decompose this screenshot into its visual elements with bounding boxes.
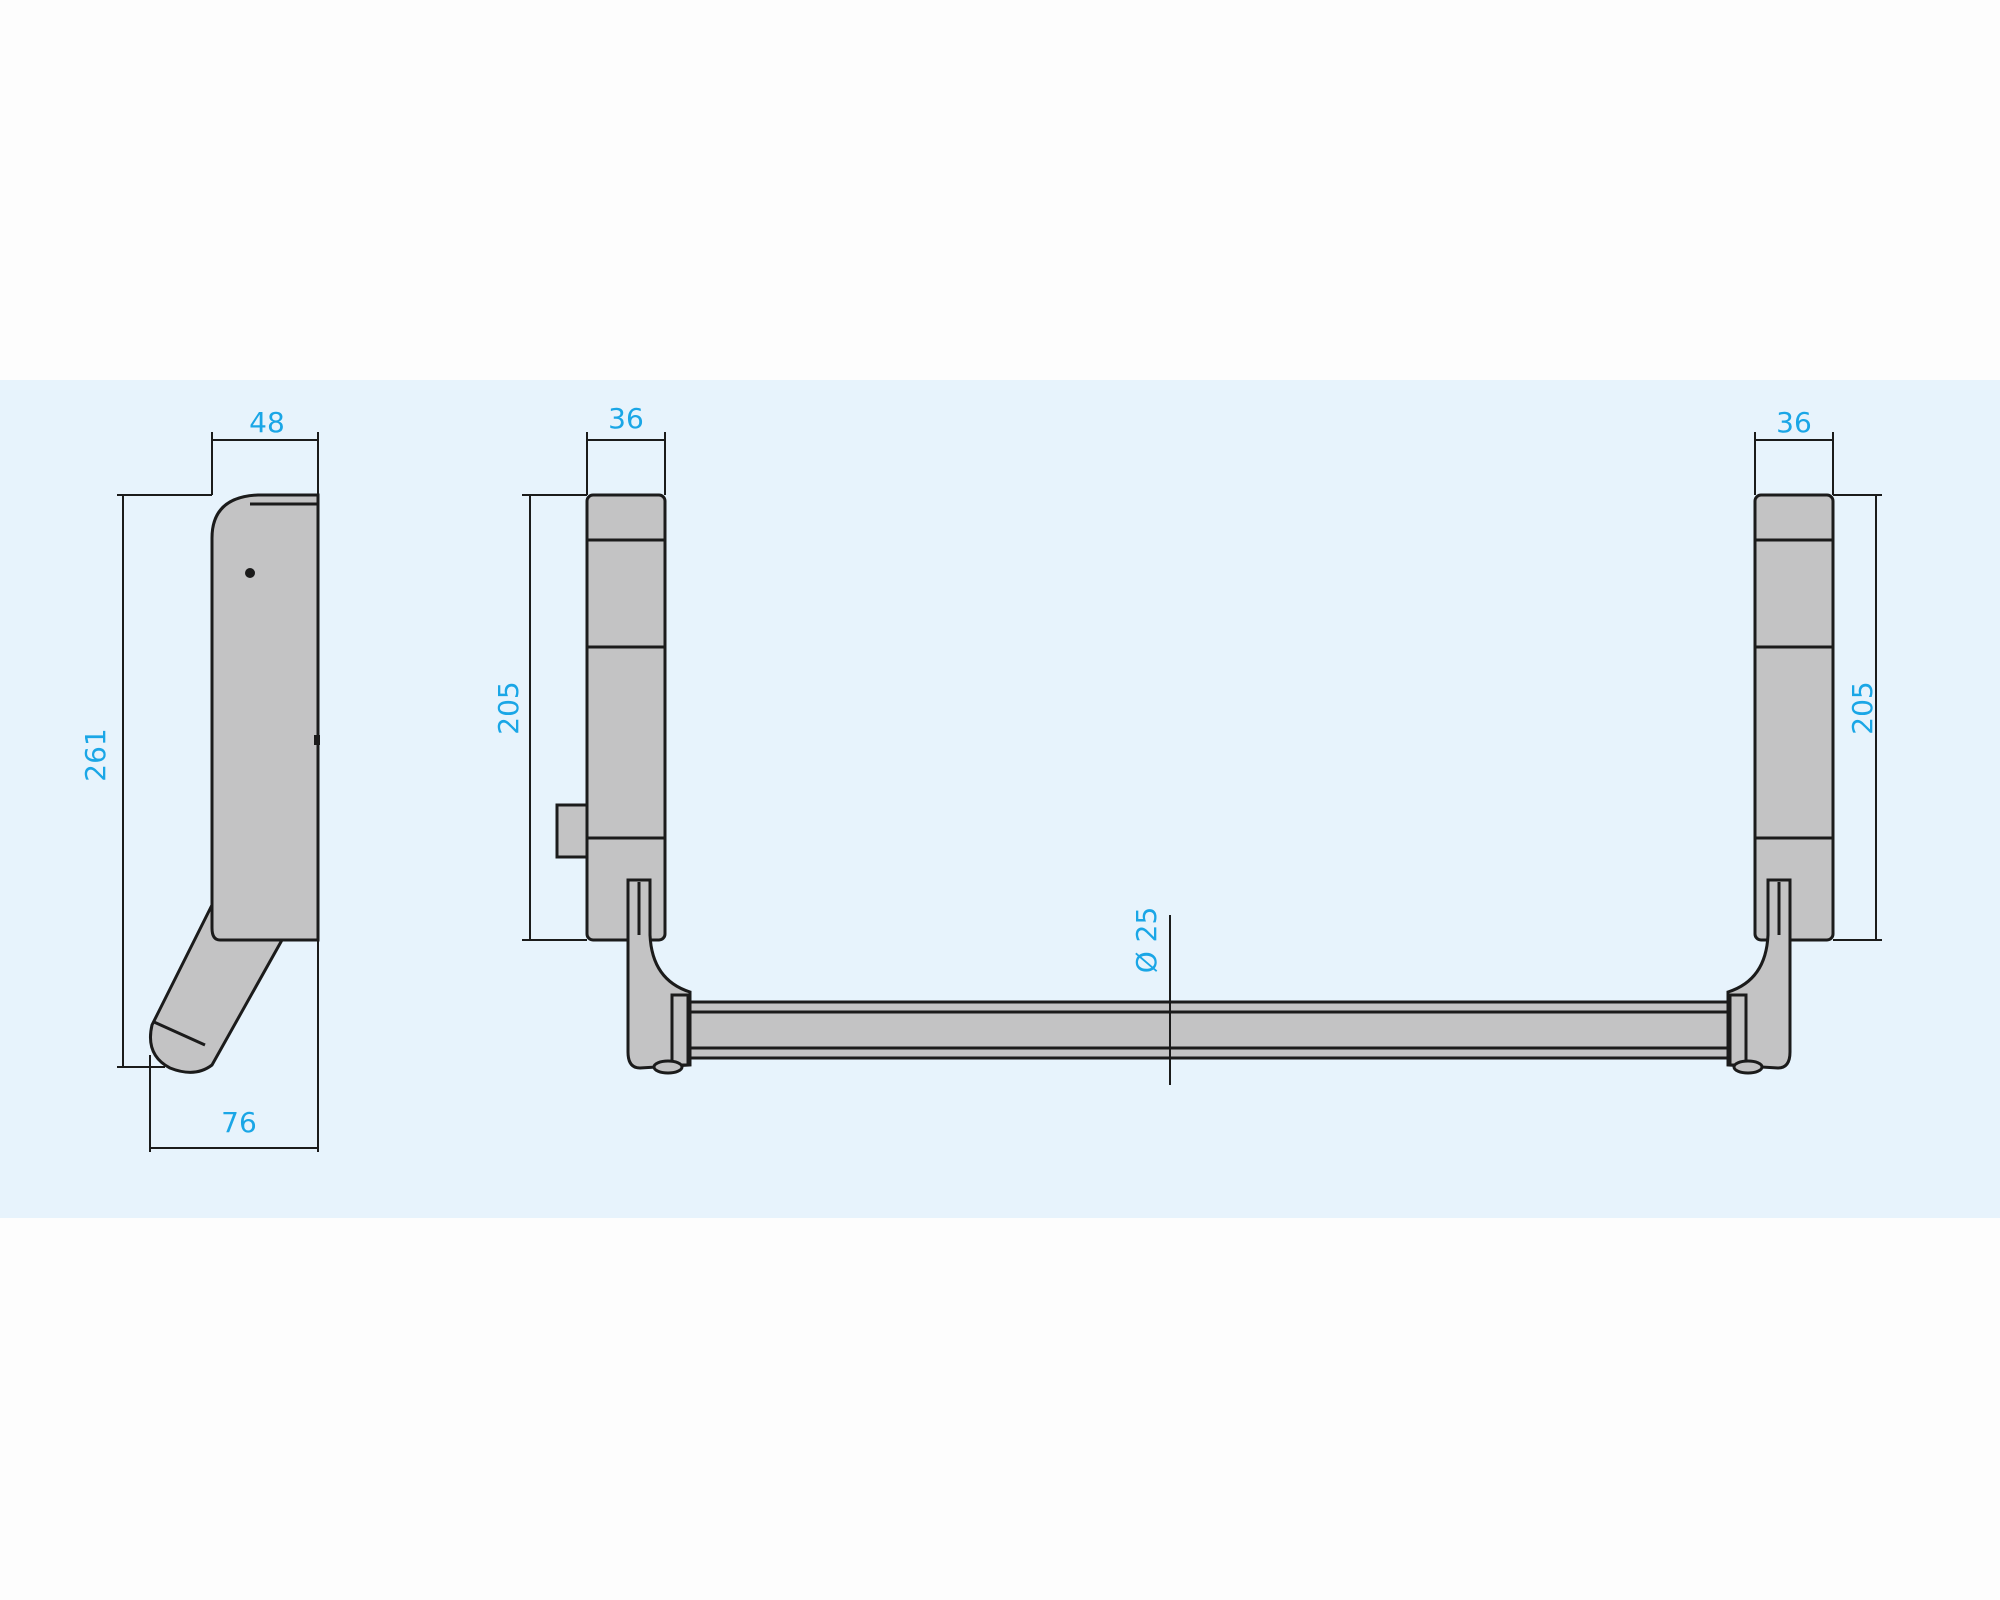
- side-lever-band: [153, 1020, 206, 1047]
- right-case-body: [1753, 493, 1835, 942]
- front-view-dimensions: [522, 432, 1882, 1085]
- side-case-notch: [314, 735, 320, 745]
- right-bar-end-cap: [1728, 993, 1748, 1067]
- dim-left-case-width-label: 36: [608, 402, 644, 435]
- dimension-labels: 48 261 76 36 205 36 205 Ø 25: [79, 402, 1879, 1139]
- front-left-case: [555, 493, 667, 942]
- push-bar-assembly: [626, 878, 1792, 1075]
- side-view-dimensions: [117, 432, 319, 1152]
- left-case-body: [585, 493, 667, 942]
- side-lever-arm: [149, 902, 285, 1074]
- front-right-case: [1753, 493, 1835, 942]
- dim-left-case-height-label: 205: [492, 681, 525, 734]
- push-bar: [681, 1000, 1738, 1060]
- drawing-panel: [0, 380, 2000, 1218]
- side-view: [149, 493, 320, 1074]
- dim-right-case-height-label: 205: [1846, 681, 1879, 734]
- dim-bar-diameter-label: Ø 25: [1130, 907, 1163, 974]
- dim-side-depth-label: 76: [221, 1106, 257, 1139]
- left-case-latch: [555, 803, 589, 859]
- dim-side-width-label: 48: [249, 406, 285, 439]
- right-bracket-foot: [1732, 1059, 1764, 1075]
- left-bracket-foot: [652, 1059, 684, 1075]
- side-case-body: [210, 493, 320, 942]
- side-case-screw: [245, 568, 255, 578]
- left-bar-end-cap: [670, 993, 690, 1067]
- dim-side-height-label: 261: [79, 728, 112, 781]
- dim-right-case-width-label: 36: [1776, 406, 1812, 439]
